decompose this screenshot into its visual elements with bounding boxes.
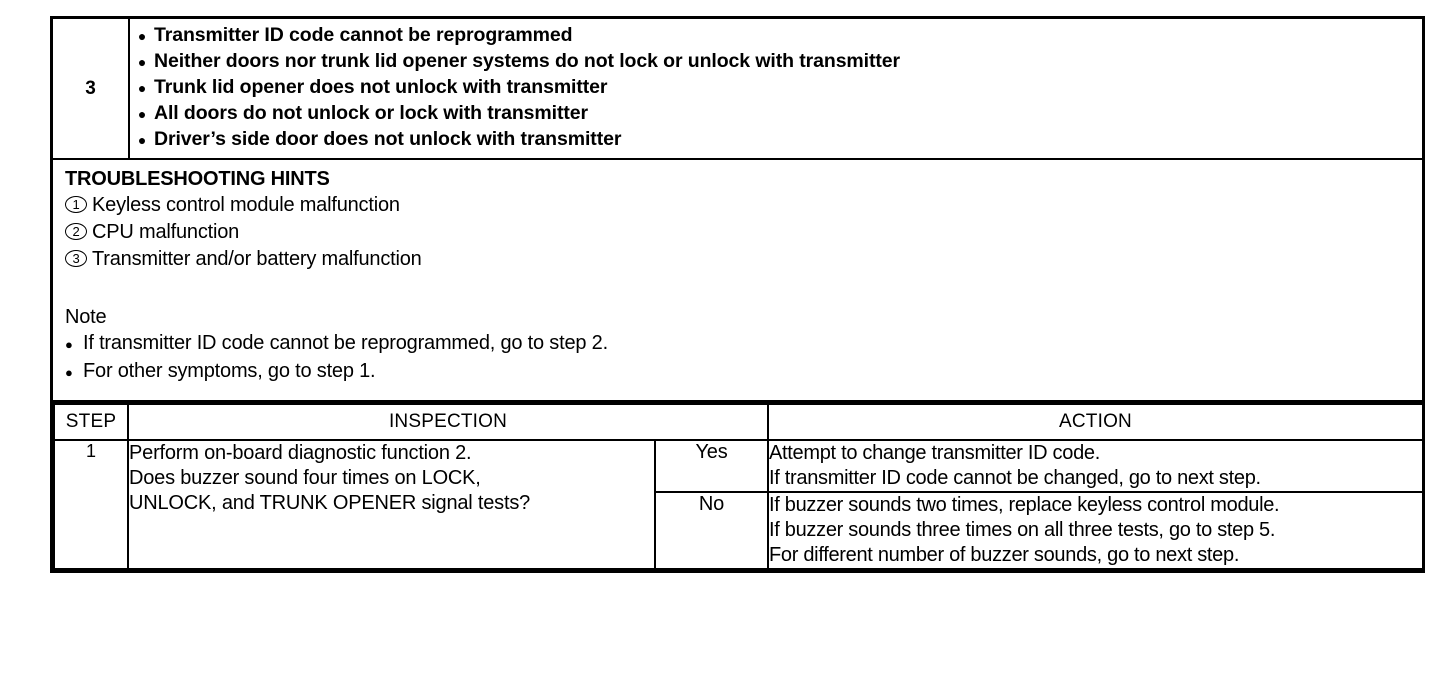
note-label: Note (65, 306, 107, 328)
hint-item-text: CPU malfunction (92, 221, 240, 243)
symptom-number: 3 (53, 19, 130, 158)
troubleshooting-document: 3 ● Transmitter ID code cannot be reprog… (50, 16, 1425, 573)
symptom-item: ● Neither doors nor trunk lid opener sys… (130, 49, 1422, 75)
symptom-item-text: Transmitter ID code cannot be reprogramm… (154, 24, 573, 46)
circled-number-icon: 3 (65, 250, 87, 267)
note-item-text: If transmitter ID code cannot be reprogr… (83, 332, 608, 354)
action-line: Attempt to change transmitter ID code. (769, 442, 1100, 464)
action-cell-yes: Attempt to change transmitter ID code. I… (767, 439, 1424, 493)
symptom-item-text: All doors do not unlock or lock with tra… (154, 102, 588, 124)
branch-answer-no: No (654, 491, 769, 570)
symptom-item: ● Trunk lid opener does not unlock with … (130, 75, 1422, 101)
header-inspection: INSPECTION (127, 403, 769, 441)
circled-number-icon: 1 (65, 196, 87, 213)
procedure-table: STEP INSPECTION ACTION 1 Perform on-boar… (53, 403, 1424, 570)
inspection-line: Perform on-board diagnostic function 2. (129, 442, 472, 464)
symptom-list: ● Transmitter ID code cannot be reprogra… (130, 19, 1422, 158)
troubleshooting-hints-section: TROUBLESHOOTING HINTS 1 Keyless control … (53, 160, 1422, 403)
hint-item: 3 Transmitter and/or battery malfunction (65, 246, 1422, 273)
bullet-icon: ● (65, 365, 73, 380)
action-line: If transmitter ID code cannot be changed… (769, 467, 1261, 489)
symptom-row: 3 ● Transmitter ID code cannot be reprog… (53, 19, 1422, 160)
action-cell-no: If buzzer sounds two times, replace keyl… (767, 491, 1424, 570)
hint-item-text: Keyless control module malfunction (92, 194, 400, 216)
symptom-item-text: Driver’s side door does not unlock with … (154, 128, 622, 150)
branch-answer-yes: Yes (654, 439, 769, 493)
circled-number-icon: 2 (65, 223, 87, 240)
symptom-item: ● Driver’s side door does not unlock wit… (130, 127, 1422, 153)
action-line: If buzzer sounds two times, replace keyl… (769, 494, 1280, 516)
inspection-cell: Perform on-board diagnostic function 2. … (127, 439, 656, 570)
header-step: STEP (53, 403, 129, 441)
note-block: Note ● If transmitter ID code cannot be … (65, 304, 1422, 386)
header-action: ACTION (767, 403, 1424, 441)
note-item-text: For other symptoms, go to step 1. (83, 360, 376, 382)
bullet-icon: ● (137, 132, 147, 148)
bullet-icon: ● (137, 54, 147, 70)
table-row: 1 Perform on-board diagnostic function 2… (53, 439, 1424, 570)
symptom-item-text: Trunk lid opener does not unlock with tr… (154, 76, 608, 98)
bullet-icon: ● (137, 28, 147, 44)
hints-title: TROUBLESHOOTING HINTS (65, 168, 330, 190)
bullet-icon: ● (137, 80, 147, 96)
note-item: ● For other symptoms, go to step 1. (65, 358, 1422, 386)
hint-item: 2 CPU malfunction (65, 219, 1422, 246)
bullet-icon: ● (137, 106, 147, 122)
bullet-icon: ● (65, 337, 73, 352)
symptom-item-text: Neither doors nor trunk lid opener syste… (154, 50, 901, 72)
hint-item: 1 Keyless control module malfunction (65, 192, 1422, 219)
step-number: 1 (53, 439, 129, 570)
hint-item-text: Transmitter and/or battery malfunction (92, 248, 422, 270)
note-item: ● If transmitter ID code cannot be repro… (65, 330, 1422, 358)
symptom-item: ● Transmitter ID code cannot be reprogra… (130, 23, 1422, 49)
table-header-row: STEP INSPECTION ACTION (53, 403, 1424, 441)
symptom-item: ● All doors do not unlock or lock with t… (130, 101, 1422, 127)
inspection-line: UNLOCK, and TRUNK OPENER signal tests? (129, 492, 531, 514)
action-line: If buzzer sounds three times on all thre… (769, 519, 1276, 541)
inspection-line: Does buzzer sound four times on LOCK, (129, 467, 481, 489)
action-line: For different number of buzzer sounds, g… (769, 544, 1240, 566)
table-row: No If buzzer sounds two times, replace k… (54, 491, 1424, 570)
